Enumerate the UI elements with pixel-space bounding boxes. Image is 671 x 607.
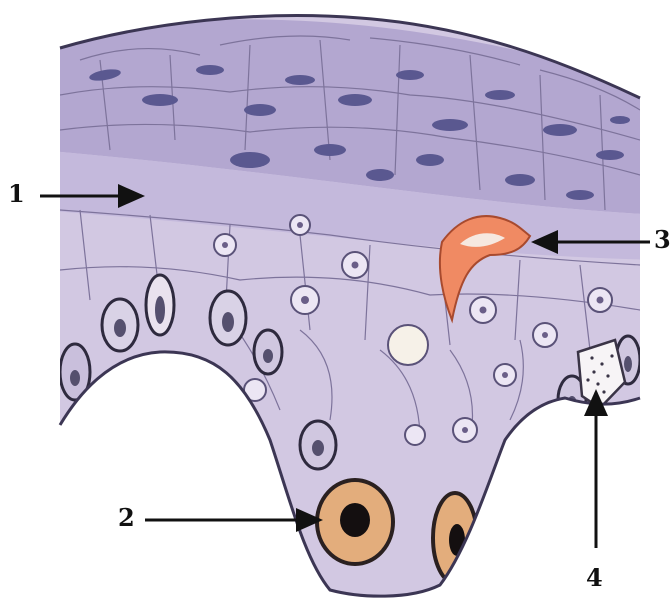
label-2: 2 — [118, 506, 135, 530]
label-1: 1 — [8, 182, 25, 206]
label-4: 4 — [586, 566, 603, 590]
label-3: 3 — [654, 228, 671, 252]
